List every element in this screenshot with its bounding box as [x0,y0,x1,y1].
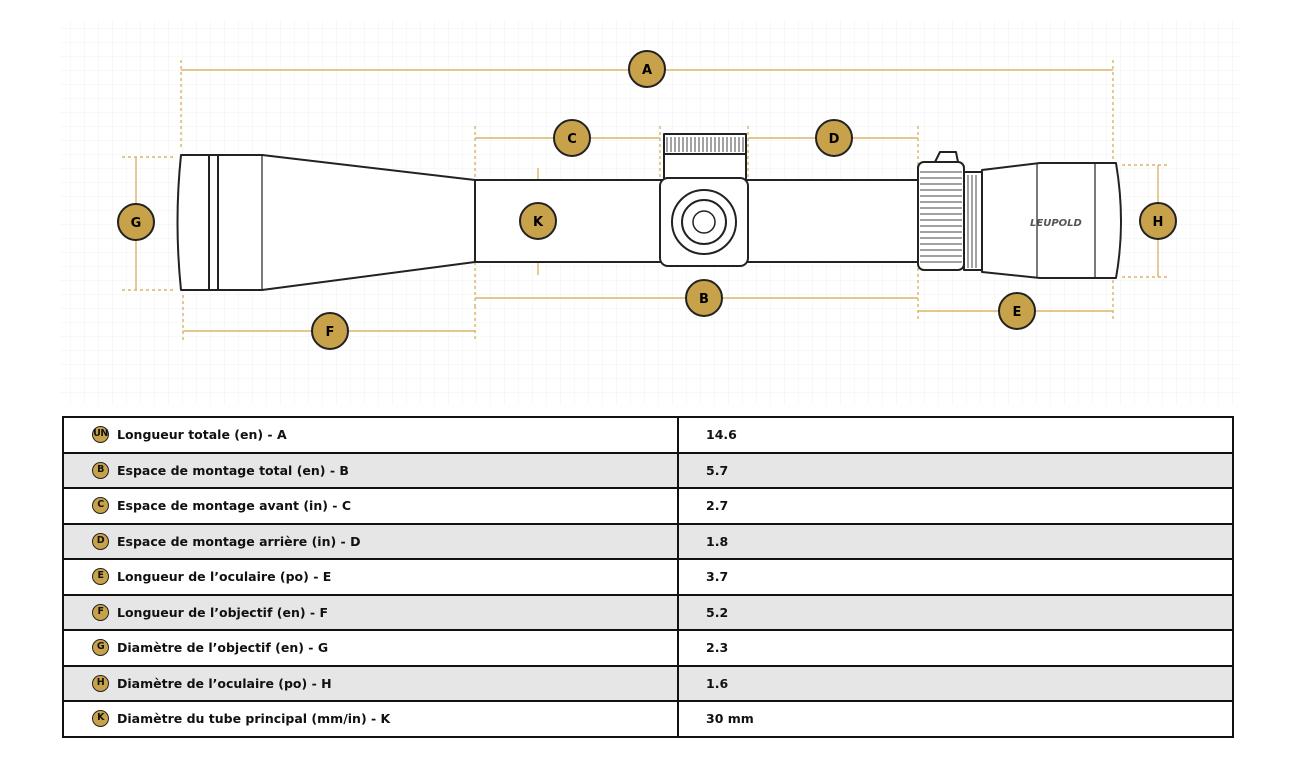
specs-table: UN Longueur totale (en) - A 14.6 B Espace … [62,416,1234,738]
spec-label: Longueur de l’oculaire (po) - E [117,569,332,585]
badge-b: B [685,279,723,317]
dimension-badge: D [92,532,109,550]
svg-text:H: H [1153,215,1164,230]
spec-value: 2.3 [677,629,1234,667]
dimension-badge: E [92,568,109,586]
badge-h: H [1139,202,1177,240]
spec-label-cell: H Diamètre de l’oculaire (po) - H [62,664,679,702]
spec-label-cell: D Espace de montage arrière (in) - D [62,522,679,560]
badge-e: E [998,292,1036,330]
spec-value: 14.6 [677,416,1234,454]
badge-g: G [117,203,155,241]
scope-dimension-diagram: LEUPOLD A B C D E F G H K [60,20,1240,405]
spec-value: 5.7 [677,451,1234,489]
svg-text:E: E [1013,305,1022,320]
dimension-badge: K [92,710,109,728]
svg-text:A: A [642,63,652,78]
spec-value: 2.7 [677,487,1234,525]
spec-label: Espace de montage arrière (in) - D [117,533,361,549]
spec-label-cell: E Longueur de l’oculaire (po) - E [62,558,679,596]
badge-f: F [311,312,349,350]
spec-label: Longueur totale (en) - A [117,427,287,443]
table-row: H Diamètre de l’oculaire (po) - H 1.6 [62,664,1234,702]
spec-value: 1.8 [677,522,1234,560]
ribbing [666,137,977,268]
dimension-badge: C [92,497,109,515]
dimension-badge: F [92,603,109,621]
spec-label: Diamètre de l’objectif (en) - G [117,640,329,656]
spec-label-cell: C Espace de montage avant (in) - C [62,487,679,525]
svg-text:D: D [829,132,840,147]
dimension-badge: H [92,674,109,692]
dimension-badge: UN [92,426,109,444]
table-row: B Espace de montage total (en) - B 5.7 [62,451,1234,489]
dimension-badge: B [92,461,109,479]
spec-value: 5.2 [677,593,1234,631]
dimension-badges: A B C D E F G H K [117,50,1177,350]
table-row: F Longueur de l’objectif (en) - F 5.2 [62,593,1234,631]
leupold-emblem-icon [692,210,716,234]
eyepiece-collar [963,171,983,271]
svg-text:K: K [533,215,544,230]
table-row: E Longueur de l’oculaire (po) - E 3.7 [62,558,1234,596]
table-row: G Diamètre de l’objectif (en) - G 2.3 [62,629,1234,667]
svg-text:F: F [326,325,335,340]
badge-d: D [815,119,853,157]
table-row: C Espace de montage avant (in) - C 2.7 [62,487,1234,525]
badge-c: C [553,119,591,157]
spec-value: 30 mm [677,700,1234,738]
power-ring-tab [934,151,959,163]
spec-label: Diamètre du tube principal (mm/in) - K [117,711,391,727]
spec-label-cell: G Diamètre de l’objectif (en) - G [62,629,679,667]
table-row: D Espace de montage arrière (in) - D 1.8 [62,522,1234,560]
table-row: UN Longueur totale (en) - A 14.6 [62,416,1234,454]
spec-value: 3.7 [677,558,1234,596]
brand-logo: LEUPOLD [1030,218,1082,229]
spec-label-cell: UN Longueur totale (en) - A [62,416,679,454]
spec-label: Espace de montage total (en) - B [117,462,349,478]
spec-label-cell: K Diamètre du tube principal (mm/in) - K [62,700,679,738]
spec-value: 1.6 [677,664,1234,702]
badge-a: A [628,50,666,88]
eyepiece [981,162,1122,279]
svg-text:B: B [699,292,709,307]
spec-label: Espace de montage avant (in) - C [117,498,351,514]
spec-label-cell: B Espace de montage total (en) - B [62,451,679,489]
dimension-badge: G [92,639,109,657]
turret-cap [663,133,747,155]
spec-label: Longueur de l’objectif (en) - F [117,604,328,620]
svg-text:C: C [567,132,577,147]
objective-bell [176,154,476,291]
spec-label: Diamètre de l’oculaire (po) - H [117,675,332,691]
spec-label-cell: F Longueur de l’objectif (en) - F [62,593,679,631]
svg-text:G: G [131,216,142,231]
badge-k: K [519,202,557,240]
